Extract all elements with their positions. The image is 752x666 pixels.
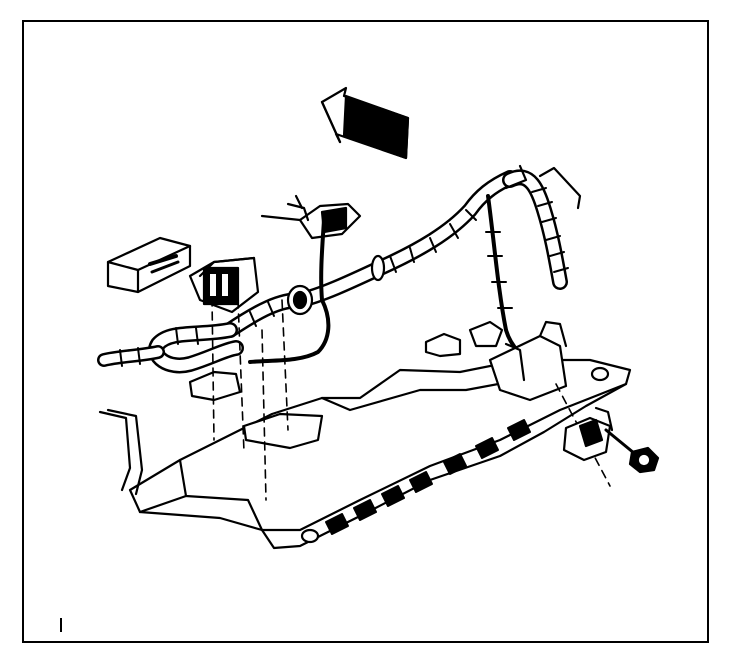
wiring-harness bbox=[97, 164, 582, 374]
illustration-frame bbox=[22, 20, 709, 643]
electrical-connector bbox=[106, 236, 192, 294]
connector-block bbox=[188, 256, 260, 314]
bolt-icon bbox=[604, 428, 660, 474]
harness-tray bbox=[98, 297, 632, 550]
figure-marker bbox=[60, 618, 62, 632]
upper-connector bbox=[260, 194, 362, 240]
retaining-clip bbox=[562, 406, 614, 462]
forward-arrow-icon bbox=[320, 86, 410, 160]
